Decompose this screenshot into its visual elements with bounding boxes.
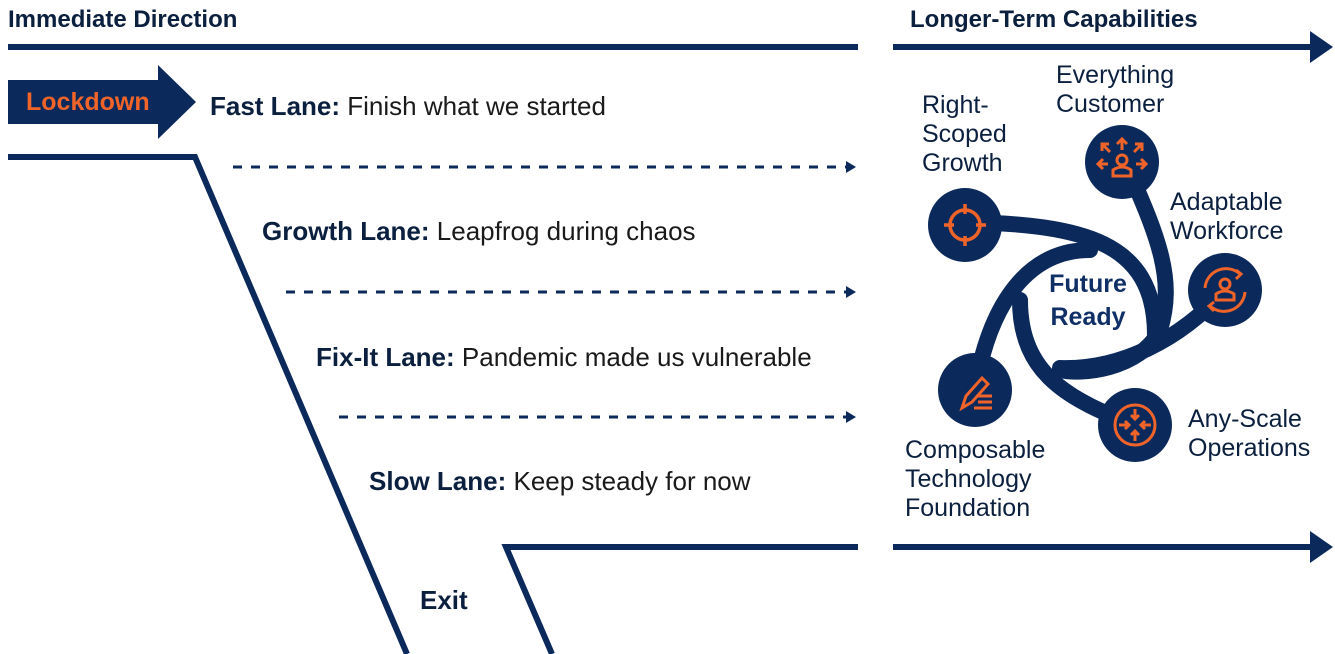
cap-line: Scoped [922,120,1007,148]
exit-label-text: Exit [420,585,468,615]
capability-any-scale-operations: Any-Scale Operations [1188,405,1310,463]
capability-adaptable-workforce: Adaptable Workforce [1170,188,1283,246]
composable-technology-node [938,353,1012,427]
lane-slow-desc: Keep steady for now [513,466,751,496]
customer-arrows-icon [1095,136,1149,178]
capability-everything-customer: Everything Customer [1056,61,1174,119]
cap-line: Everything [1056,61,1175,89]
cap-line: Foundation [905,494,1031,522]
cap-line: Workforce [1170,217,1284,245]
lockdown-arrow [8,65,196,139]
capability-right-scoped-growth: Right- Scoped Growth [922,91,1007,178]
pencil-list-icon [959,375,992,412]
cap-line: Operations [1188,434,1311,462]
future-ready-line1: Future [1049,270,1127,298]
capability-composable-technology: Composable Technology Foundation [905,436,1045,523]
right-scoped-growth-node [928,188,1002,262]
target-icon [944,204,986,246]
lane-fix-it: Fix-It Lane: Pandemic made us vulnerable [316,342,812,373]
future-ready-line2: Ready [1050,303,1126,331]
lane-fix-it-desc: Pandemic made us vulnerable [461,342,812,372]
lane-slow: Slow Lane: Keep steady for now [369,466,751,497]
cap-line: Growth [922,149,1003,177]
cap-line: Adaptable [1170,188,1283,216]
longer-term-capabilities-header: Longer-Term Capabilities [910,6,1198,33]
exit-label: Exit [420,585,468,616]
immediate-direction-header: Immediate Direction [8,6,238,33]
lane-fast-desc: Finish what we started [347,91,606,121]
lane-fast-name: Fast Lane: [210,91,341,121]
cap-line: Any-Scale [1188,405,1302,433]
cap-line: Customer [1056,90,1165,118]
road-exit-edge [501,544,858,654]
lane-fix-it-name: Fix-It Lane: [316,342,455,372]
lane-fast: Fast Lane: Finish what we started [210,91,606,122]
person-cycle-icon [1203,267,1247,313]
cap-line: Right- [922,91,989,119]
future-ready-label: Future Ready [1018,268,1158,334]
road-left-edge [8,154,410,654]
scale-arrows-icon [1113,403,1157,447]
lane-growth-desc: Leapfrog during chaos [436,216,696,246]
lockdown-label: Lockdown [26,88,150,116]
lane-slow-name: Slow Lane: [369,466,507,496]
lane-growth: Growth Lane: Leapfrog during chaos [262,216,696,247]
any-scale-operations-node [1098,388,1172,462]
cap-line: Technology [905,465,1032,493]
lane-growth-name: Growth Lane: [262,216,430,246]
everything-customer-node [1085,125,1159,199]
cap-line: Composable [905,436,1046,464]
